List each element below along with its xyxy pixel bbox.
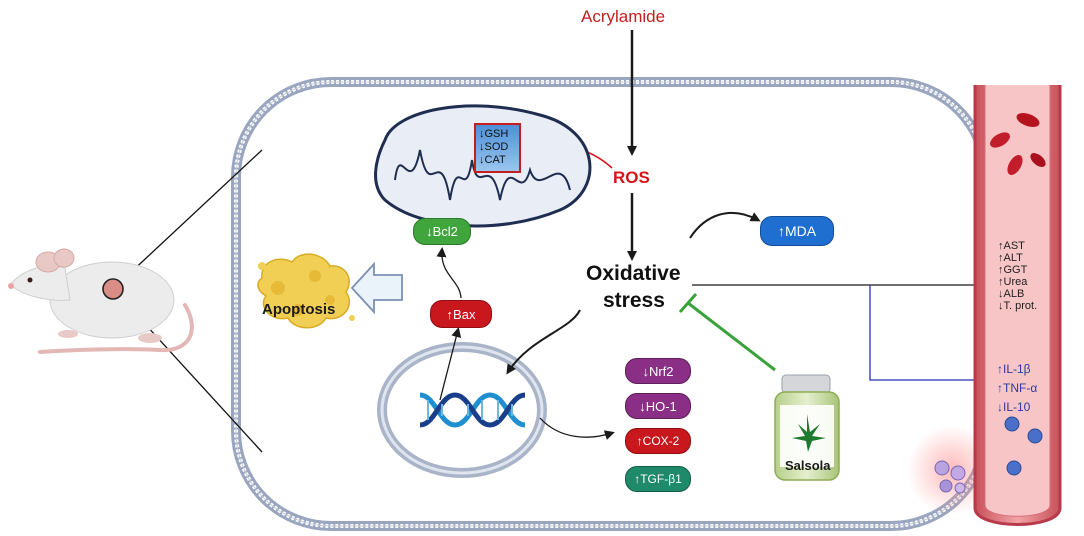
dna-helix [419,392,526,428]
cytokine-il10: ↓IL-10 [997,400,1031,414]
mito-marker-sod: ↓SOD [479,141,509,153]
cytokine-list: ↑IL-1β ↑TNF-α ↓IL-10 [997,360,1037,417]
blood-marker-urea: ↑Urea [998,276,1028,288]
oxidative-stress-line1: Oxidative [586,262,681,285]
inhibition-line-salsola [687,301,776,372]
mito-marker-cat: ↓CAT [479,154,506,166]
mito-marker-list: ↓GSH ↓SOD ↓CAT [479,128,508,167]
blood-marker-list: ↑AST ↑ALT ↑GGT ↑Urea ↓ALB ↓T. prot. [998,240,1037,312]
blood-marker-ast: ↑AST [998,240,1025,252]
mito-marker-gsh: ↓GSH [479,128,509,140]
oxidative-stress-line2: stress [603,289,665,312]
apoptosis-blob [257,253,355,329]
rat-illustration [8,248,194,354]
nucleus [377,342,547,478]
blood-marker-ggt: ↑GGT [998,264,1028,276]
cytokine-tnfa: ↑TNF-α [997,381,1038,395]
ros-label: ROS [613,168,650,187]
hollow-arrow-apoptosis [350,261,403,315]
ho1-pill: ↓HO-1 [625,393,691,419]
arrow-oxidative-mda [689,211,761,239]
arrow-dna-genes [539,417,615,440]
arrow-oxidative-dna [506,309,581,375]
mito-marker-box [474,123,521,173]
acrylamide-label: Acrylamide [581,7,666,26]
blood-marker-alt: ↑ALT [998,252,1023,264]
blood-vessel [973,85,1062,526]
salsola-jar [774,374,840,481]
apoptosis-label: Apoptosis [262,301,336,318]
tgfb1-pill: ↑TGF-β1 [625,466,691,492]
arrow-bax-bcl2 [436,247,462,299]
mda-pill: ↑MDA [760,216,834,246]
nrf2-pill: ↓Nrf2 [625,358,691,384]
blood-marker-alb: ↓ALB [998,288,1025,300]
arrow-dna-bax [439,327,462,401]
salsola-label: Salsola [785,458,831,473]
immune-cells [934,460,966,494]
cytokine-il1b: ↑IL-1β [997,362,1031,376]
cox2-pill: ↑COX-2 [625,428,691,454]
arrow-oxidative-cytokines [869,285,993,385]
bcl2-pill: ↓Bcl2 [413,218,471,245]
inhibition-bar [678,293,698,313]
bax-pill: ↑Bax [430,300,492,328]
blood-marker-tprot: ↓T. prot. [998,300,1038,312]
